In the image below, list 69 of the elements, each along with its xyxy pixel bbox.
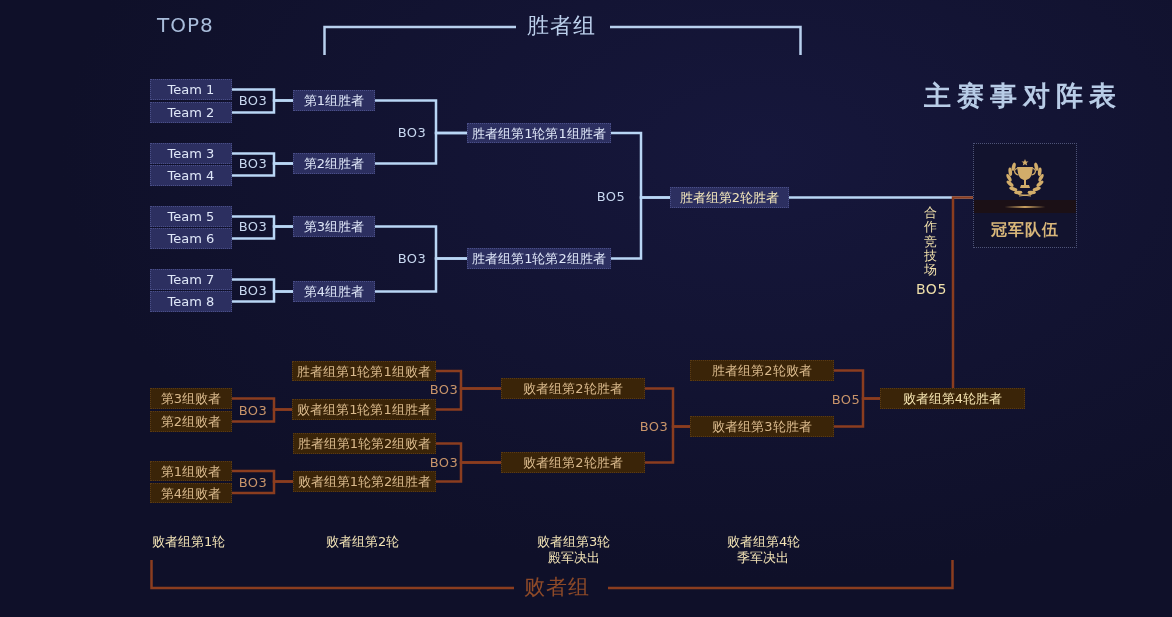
bracket-slot: Team 4 — [150, 165, 232, 186]
bracket-slot: 败者组第3轮胜者 — [690, 416, 834, 437]
connector-line — [436, 387, 501, 411]
bracket-slot: Team 6 — [150, 228, 232, 249]
section-heading: 败者组 — [524, 575, 590, 601]
page-title: 主赛事对阵表 — [924, 80, 1122, 112]
bracket-slot: 胜者组第1轮第2组胜者 — [467, 248, 611, 269]
bracket-slot: 胜者组第2轮胜者 — [670, 187, 789, 208]
edge-label: BO3 — [397, 126, 427, 140]
connector-line — [232, 480, 293, 495]
champion-card — [973, 143, 1077, 248]
bracket-slot: Team 1 — [150, 79, 232, 100]
connector-line — [375, 257, 467, 293]
edge-label: BO3 — [238, 220, 268, 234]
connector-line — [611, 196, 670, 260]
round-label: 败者组第2轮 — [326, 534, 400, 550]
bracket-slot: 败者组第1轮第2组胜者 — [293, 471, 436, 492]
bracket-slot: 第3组败者 — [150, 388, 232, 409]
round-label: 败者组第3轮 — [537, 534, 611, 550]
edge-label: BO3 — [238, 94, 268, 108]
edge-label: BO3 — [639, 420, 669, 434]
connector-line — [375, 131, 467, 165]
round-label: 季军决出 — [737, 550, 789, 566]
connector-line — [232, 99, 293, 114]
bracket-slot: 第2组败者 — [150, 411, 232, 432]
match-format-label: BO5 — [916, 281, 947, 298]
edge-label: BO3 — [238, 476, 268, 490]
bracket-slot: Team 3 — [150, 143, 232, 164]
bracket-slot: 败者组第4轮胜者 — [880, 388, 1025, 409]
bracket-slot: 第1组胜者 — [293, 90, 375, 111]
edge-label: BO3 — [429, 456, 459, 470]
bracket-slot: 败者组第1轮第1组胜者 — [292, 399, 436, 420]
bracket-slot: Team 7 — [150, 269, 232, 290]
round-label: 殿军决出 — [548, 550, 600, 566]
bracket-slot: 第4组胜者 — [293, 281, 375, 302]
connector-line — [645, 425, 690, 464]
bracket-slot: 第1组败者 — [150, 461, 232, 481]
bracket-slot: Team 5 — [150, 206, 232, 227]
bracket-slot: 胜者组第1轮第2组败者 — [293, 433, 436, 454]
connector-line — [232, 290, 293, 303]
section-heading: 胜者组 — [527, 13, 596, 40]
bracket-slot: 第4组败者 — [150, 483, 232, 503]
edge-label: BO3 — [397, 252, 427, 266]
connector-line — [232, 162, 293, 177]
edge-label: BO5 — [596, 190, 626, 204]
edge-label: BO3 — [429, 383, 459, 397]
connector-line — [951, 196, 973, 388]
card-title: 冠军队伍 — [991, 220, 1059, 239]
round-label: 败者组第1轮 — [152, 534, 226, 550]
edge-label: BO5 — [831, 393, 861, 407]
connector-line — [834, 397, 880, 428]
bracket-slot: Team 8 — [150, 291, 232, 312]
round-label: 败者组第4轮 — [727, 534, 801, 550]
connector-line — [436, 461, 501, 483]
bracket-slot: 败者组第2轮胜者 — [501, 452, 645, 473]
bracket-slot: 败者组第2轮胜者 — [501, 378, 645, 399]
edge-label: BO3 — [238, 157, 268, 171]
bracket-slot: 胜者组第2轮败者 — [690, 360, 834, 381]
edge-label: BO3 — [238, 284, 268, 298]
edge-label: 合作竞技场 — [923, 206, 937, 278]
connector-line — [232, 225, 293, 240]
bracket-slot: 胜者组第1轮第1组败者 — [292, 361, 436, 381]
bracket-slot: 胜者组第1轮第1组胜者 — [467, 123, 611, 143]
heading: TOP8 — [157, 13, 214, 37]
connector-line — [232, 408, 292, 423]
bracket-slot: 第3组胜者 — [293, 216, 375, 237]
edge-label: BO3 — [238, 404, 268, 418]
bracket-slot: 第2组胜者 — [293, 153, 375, 174]
bracket-slot: Team 2 — [150, 102, 232, 123]
